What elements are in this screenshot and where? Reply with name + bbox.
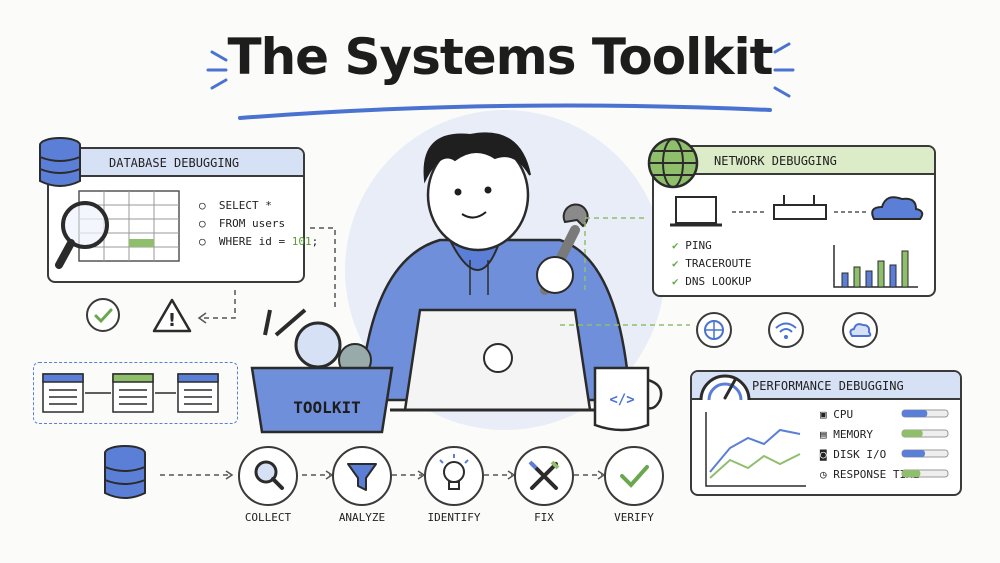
metric-response-time: ◷ RESPONSE TIME: [820, 468, 920, 481]
globe-icon: [647, 137, 699, 189]
check-dns-lookup: ✔ DNS LOOKUP: [672, 275, 752, 288]
gauge-icon: [699, 374, 751, 401]
step-label-collect: COLLECT: [244, 511, 292, 524]
metric-disk-io: ◙ DISK I/O: [820, 448, 887, 461]
wifi-icon: [768, 312, 804, 348]
sql-line-3: ○ WHERE id = 101;: [199, 235, 319, 248]
collect-step-icon: [238, 446, 298, 506]
database-debugging-header: DATABASE DEBUGGING: [49, 149, 303, 177]
warning-icon: !: [152, 298, 192, 333]
web-globe-icon: [696, 312, 732, 348]
check-ping: ✔ PING: [672, 239, 712, 252]
spreadsheet-graphic: [78, 190, 180, 262]
svg-text:!: !: [168, 310, 176, 331]
table-flow-diagram: [33, 362, 238, 424]
identify-step-icon: [424, 446, 484, 506]
toolkit-label: TOOLKIT: [293, 398, 361, 417]
fix-step-icon: [514, 446, 574, 506]
mug-code-label: </>: [609, 392, 635, 408]
page-title: The Systems Toolkit: [227, 28, 773, 86]
metric-memory: ▤ MEMORY: [820, 428, 873, 441]
network-topology-graphic: [670, 195, 924, 227]
metric-bar-fill: [902, 470, 921, 477]
database-icon: [39, 137, 81, 187]
network-debugging-panel: NETWORK DEBUGGING ✔ PING ✔ TRACEROUTE ✔ …: [652, 145, 936, 297]
pipeline-database-icon: [104, 445, 146, 499]
step-label-verify: VERIFY: [614, 511, 654, 524]
sql-line-1: ○ SELECT *: [199, 199, 272, 212]
metric-cpu: ▣ CPU: [820, 408, 854, 421]
metric-bar-fill: [902, 410, 928, 417]
metric-bar-fill: [902, 430, 923, 437]
verify-step-icon: [604, 446, 664, 506]
step-label-identify: IDENTIFY: [427, 511, 481, 524]
check-traceroute: ✔ TRACEROUTE: [672, 257, 752, 270]
title-decoration: [206, 42, 795, 120]
database-debugging-panel: DATABASE DEBUGGING ○ SELECT * ○ FROM use…: [47, 147, 318, 283]
step-label-analyze: ANALYZE: [338, 511, 386, 524]
metric-bar-fill: [902, 450, 925, 457]
cloud-icon: [842, 312, 878, 348]
table-flow-graphic: [42, 373, 219, 413]
magnifier-icon: [55, 201, 109, 269]
metrics-list: ▣ CPU ▤ MEMORY ◙ DISK I/O ◷ RESPONSE TIM…: [820, 408, 956, 492]
network-debugging-header: NETWORK DEBUGGING: [654, 147, 934, 175]
success-check-icon: [86, 298, 120, 332]
analyze-step-icon: [332, 446, 392, 506]
sql-line-2: ○ FROM users: [199, 217, 286, 230]
step-label-fix: FIX: [534, 511, 554, 524]
metric-bars: [901, 409, 949, 478]
network-bar-chart: [833, 245, 918, 288]
performance-line-chart: [705, 412, 806, 487]
